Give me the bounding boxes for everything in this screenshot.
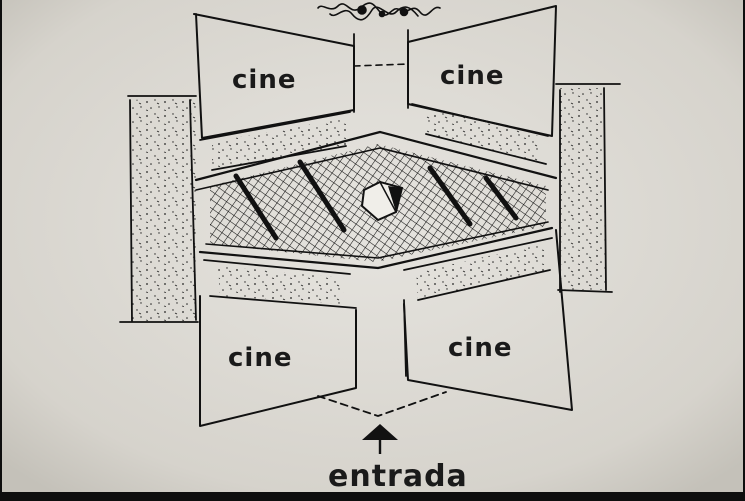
room-label-cine: cine xyxy=(448,333,512,363)
top-corridor xyxy=(353,63,409,67)
entrance-label: entrada xyxy=(328,459,468,494)
room-label-cine: cine xyxy=(232,65,296,95)
lower-left-stipple-band xyxy=(203,259,357,309)
left-side-band xyxy=(119,95,199,323)
right-side-band xyxy=(555,83,621,293)
entrance-marker xyxy=(317,391,447,417)
room-label-cine: cine xyxy=(440,61,504,91)
central-column-element xyxy=(360,180,404,222)
room-top-left: cine xyxy=(193,13,355,139)
lower-right-stipple-band xyxy=(403,237,553,301)
top-scribble-drawing xyxy=(317,2,441,21)
room-label-cine: cine xyxy=(228,343,292,373)
room-bottom-right: cine xyxy=(403,229,573,411)
room-bottom-left: cine xyxy=(199,295,357,427)
entrance-arrow-icon xyxy=(362,424,398,454)
room-top-right: cine xyxy=(407,5,557,137)
